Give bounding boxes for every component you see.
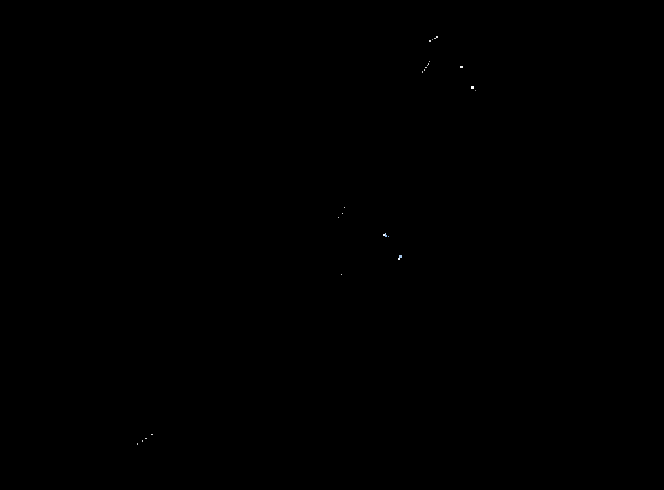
blue-sparkle-top [385,233,386,235]
cluster-dot-3 [338,217,339,218]
trail-c-dot-1 [151,434,153,435]
bright-star-speck [471,86,474,89]
trail-b-dot-2 [428,63,429,65]
blue-blob-body [399,255,402,258]
trail-a-dot-4 [436,36,438,38]
lone-star-dot [341,274,342,275]
trail-c-dot-4 [137,443,138,445]
trail-a-dot-1 [429,40,431,42]
trail-b-dot-6 [422,71,423,73]
horizontal-dash-speck [460,66,463,68]
blue-sparkle-body [385,235,387,237]
trail-c-dot-2 [145,438,147,439]
trail-b-dot-1 [429,61,430,62]
trail-a-dot-3 [434,38,436,39]
trail-b-dot-4 [425,67,427,68]
blue-sparkle-core [383,234,385,236]
trail-b-dot-5 [424,69,425,71]
cluster-dot-1 [344,207,345,208]
bright-star-companion-dot [475,90,476,91]
blue-blob-core [398,258,400,260]
blue-sparkle-tail-dot [388,236,389,237]
trail-b-dot-3 [427,65,428,66]
cluster-dot-2 [342,213,343,214]
trail-a-dot-2 [432,39,433,40]
trail-c-dot-3 [142,440,143,442]
